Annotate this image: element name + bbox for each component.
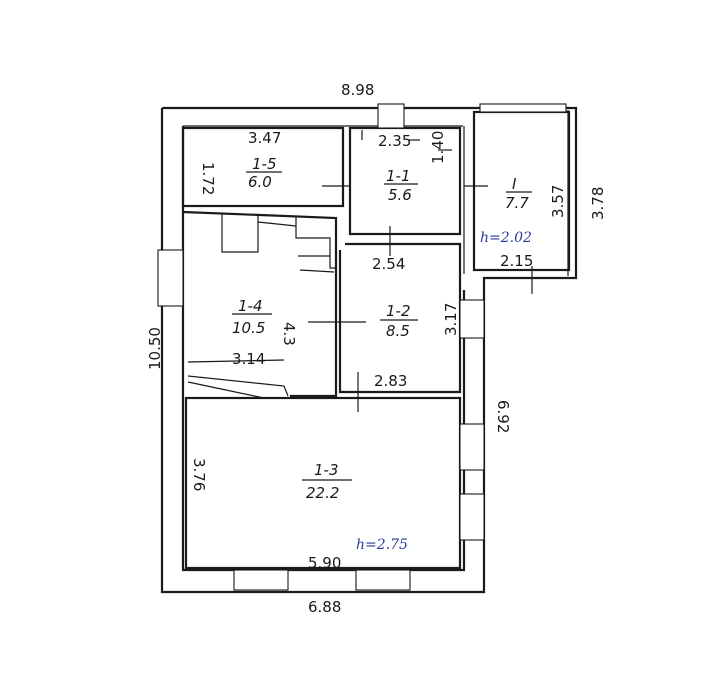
- stairs: [187, 214, 336, 399]
- dim-veranda-depth: 3.57: [549, 185, 567, 218]
- dim-veranda-width: 2.15: [500, 252, 533, 270]
- dim-room12-width: 2.54: [372, 255, 405, 273]
- dim-room15-depth: 1.72: [199, 162, 217, 195]
- room-1-5-area: 6.0: [248, 173, 272, 191]
- windows: [157, 103, 567, 591]
- dim-bottom-overall: 6.88: [308, 598, 341, 616]
- room-1-1-outline: [348, 126, 462, 236]
- dim-room13-width: 5.90: [308, 554, 341, 572]
- room-1-3-outline: [184, 396, 462, 570]
- room-1-2-number: 1-2: [386, 302, 411, 320]
- room-1-1-number: 1-1: [386, 167, 411, 185]
- window-bottom-1: [233, 569, 289, 591]
- room-I-area: 7.7: [505, 194, 529, 212]
- room-1-3-number: 1-3: [314, 461, 339, 479]
- room-1-4-area: 10.5: [232, 319, 265, 337]
- dim-room14-width: 3.14: [232, 350, 265, 368]
- dim-room14-depth: 4.3: [280, 322, 298, 346]
- dim-top-overall: 8.98: [341, 81, 374, 99]
- dim-veranda-outer: 3.78: [589, 187, 607, 220]
- dim-room15-width: 3.47: [248, 129, 281, 147]
- passages: [308, 130, 533, 412]
- window-top: [377, 103, 405, 129]
- room-I-number: I: [512, 175, 517, 193]
- height-note-main: h=2.75: [356, 537, 408, 553]
- window-right-2: [459, 423, 485, 471]
- dimension-labels: 8.98 3.47 1.72 2.35 1.40 3.57 3.78 h=2.0…: [146, 81, 607, 616]
- dim-room12-bottom: 2.83: [374, 372, 407, 390]
- window-left: [157, 249, 184, 307]
- dim-room11-width: 2.35: [378, 132, 411, 150]
- room-1-5-number: 1-5: [252, 155, 277, 173]
- dim-right-lower: 6.92: [494, 400, 512, 433]
- room-1-2-area: 8.5: [386, 322, 410, 340]
- room-labels: 1-5 6.0 1-1 5.6 I 7.7 1-4 10.5 1-2 8.5 1…: [232, 155, 532, 502]
- dim-room12-depth: 3.17: [442, 303, 460, 336]
- height-note-veranda: h=2.02: [480, 230, 532, 246]
- room-1-1-area: 5.6: [388, 186, 412, 204]
- window-right-3: [459, 493, 485, 541]
- dim-left-overall: 10.50: [146, 327, 164, 370]
- dim-room11-depth: 1.40: [429, 131, 447, 164]
- window-bottom-2: [355, 569, 411, 591]
- window-right-1: [459, 299, 485, 339]
- room-1-2-outline: [338, 242, 462, 394]
- room-1-4-number: 1-4: [238, 297, 263, 315]
- window-veranda-top: [479, 103, 567, 113]
- room-1-4-outline: [182, 210, 338, 398]
- room-1-5-outline: [181, 126, 345, 208]
- room-1-3-area: 22.2: [306, 484, 339, 502]
- dim-room13-depth: 3.76: [190, 458, 208, 491]
